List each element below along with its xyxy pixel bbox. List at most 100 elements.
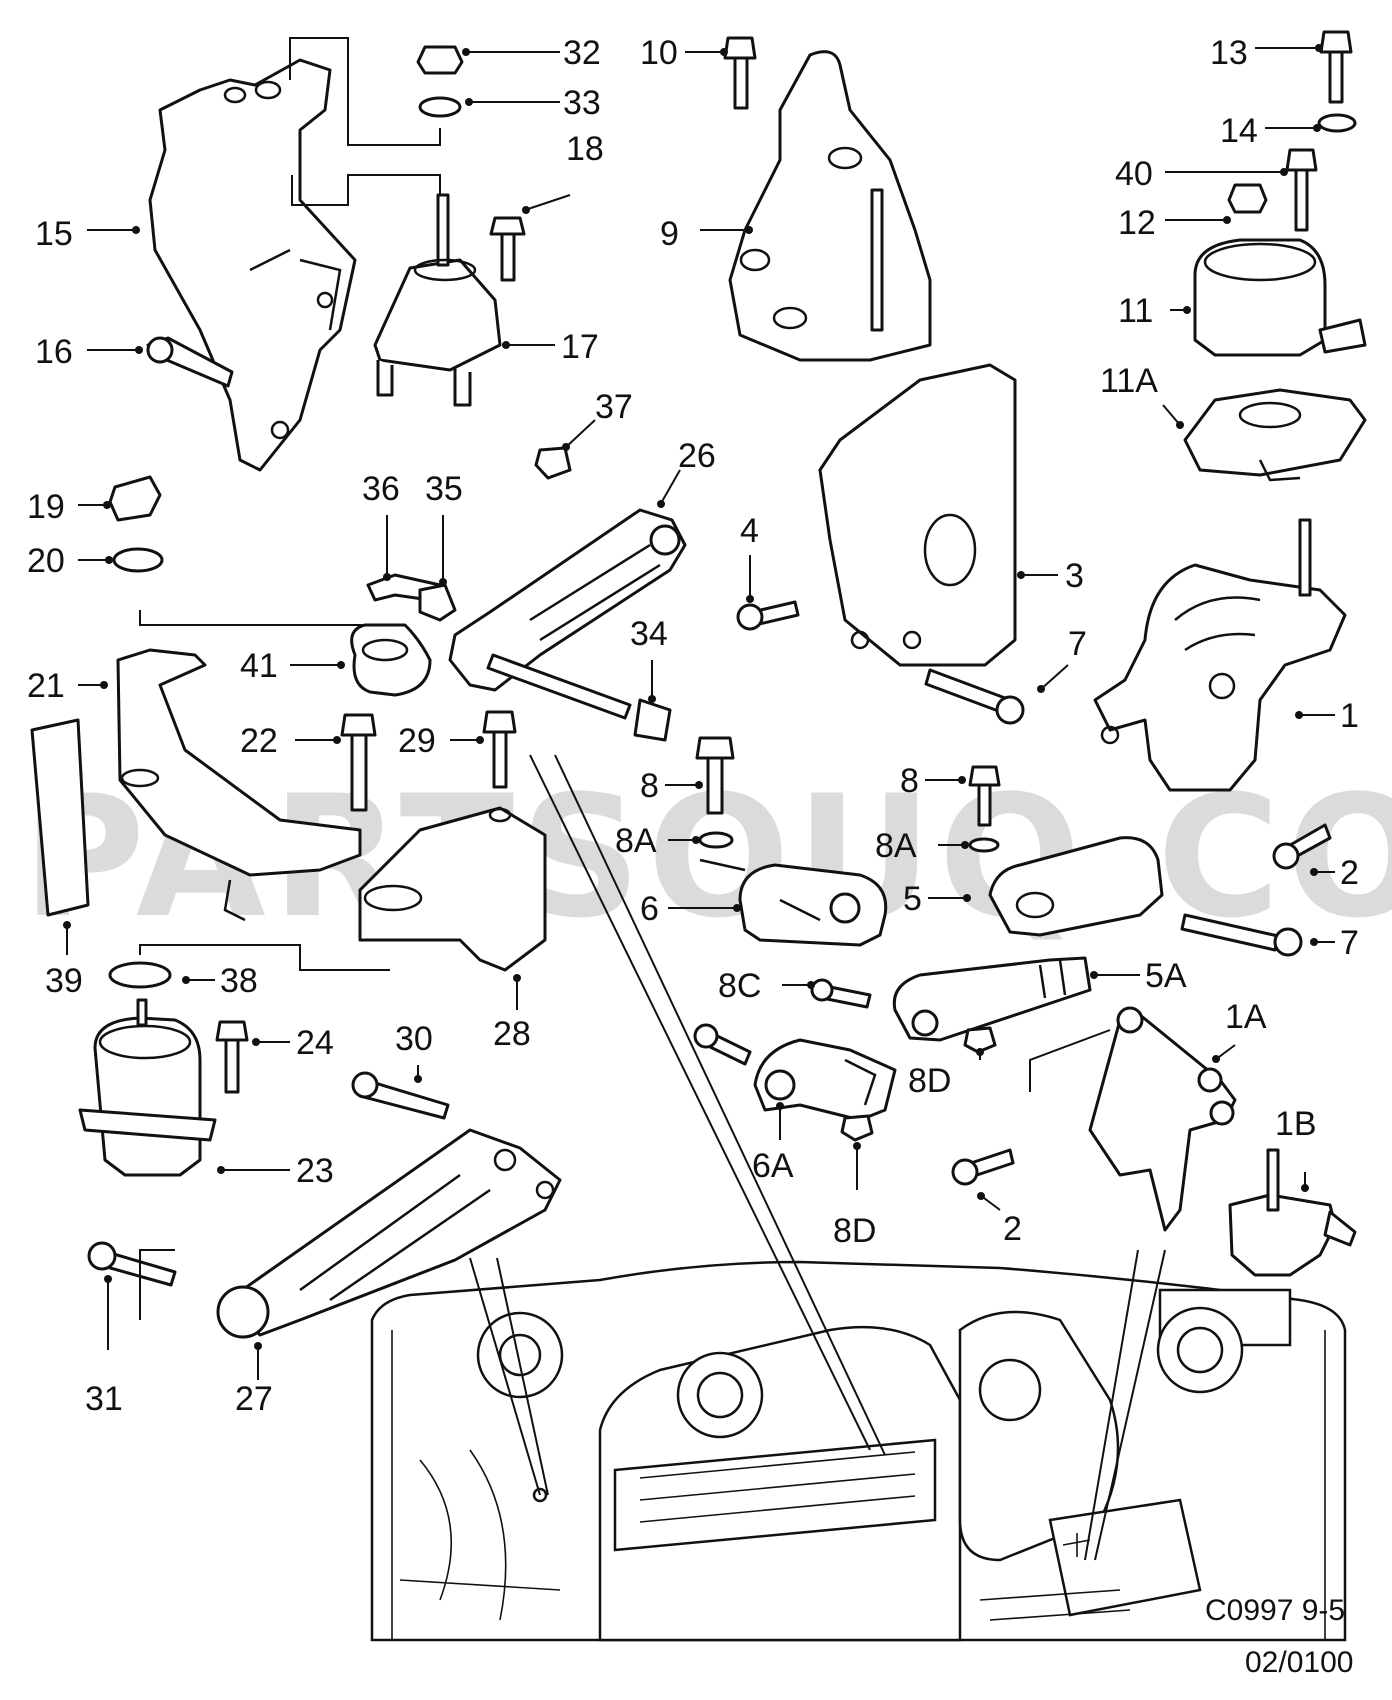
bracket-21 — [116, 648, 362, 922]
bolt-18 — [489, 216, 526, 282]
callout-label: 9 — [660, 215, 679, 253]
bolt-40-nut-12 — [1227, 148, 1318, 232]
bracket-3 — [818, 363, 1017, 667]
bolt-30 — [351, 1071, 450, 1120]
mount-11 — [1193, 238, 1367, 357]
callout-label: 40 — [1115, 155, 1153, 193]
bracket-1A — [1029, 1006, 1237, 1232]
bracket-26 — [448, 508, 687, 720]
callout-label: 37 — [595, 388, 633, 426]
bolt-10 — [723, 36, 757, 110]
mount-1B — [1228, 1148, 1357, 1277]
callout-label: 24 — [296, 1024, 334, 1062]
callout-label: 7 — [1068, 625, 1087, 663]
bracket-15 — [148, 58, 357, 472]
callout-label: 4 — [740, 512, 759, 550]
bolt-2-upper — [1272, 823, 1332, 870]
arm-5A — [892, 956, 1092, 1042]
mount-6 — [699, 858, 888, 947]
bolt-24 — [215, 1020, 249, 1094]
mount-6A — [753, 1038, 897, 1122]
callout-label: 35 — [425, 470, 463, 508]
bolt-8C — [810, 978, 872, 1009]
callout-label: 38 — [220, 962, 258, 1000]
engine-bay-illustration — [370, 1260, 1347, 1642]
diagram-date: 02/0100 — [1245, 1646, 1353, 1679]
callout-label: 15 — [35, 215, 73, 253]
leader-lines — [63, 44, 1335, 1380]
callout-label: 26 — [678, 437, 716, 475]
nut-19-washer-20 — [108, 475, 164, 573]
callout-label: 1A — [1225, 998, 1267, 1036]
mount-5 — [988, 836, 1164, 937]
callout-label: 13 — [1210, 34, 1248, 72]
callout-label: 41 — [240, 647, 278, 685]
callout-label: 1 — [1340, 697, 1359, 735]
nut-8D-upper — [963, 1026, 997, 1054]
callout-label: 21 — [27, 667, 65, 705]
callout-label: 8 — [640, 767, 659, 805]
callout-label: 18 — [566, 130, 604, 168]
bolt-13-washer-14 — [1317, 30, 1357, 133]
bolt-34 — [633, 698, 672, 742]
callout-label: 6A — [752, 1147, 794, 1185]
mount-23 — [78, 998, 217, 1177]
callout-label: 34 — [630, 615, 668, 653]
callout-label: 39 — [45, 962, 83, 1000]
mount-11A — [1183, 388, 1367, 482]
bolt-8-left — [695, 736, 735, 849]
callout-label: 22 — [240, 722, 278, 760]
callout-label: 8 — [900, 762, 919, 800]
callout-label: 27 — [235, 1380, 273, 1418]
nut-8D-lower — [840, 1114, 874, 1142]
callout-label: 11 — [1118, 292, 1153, 330]
callout-label: 11A — [1100, 362, 1158, 400]
callout-label: 5 — [903, 880, 922, 918]
callout-label: 23 — [296, 1152, 334, 1190]
bolt-7-lower — [1180, 913, 1303, 957]
callout-label: 7 — [1340, 924, 1359, 962]
callout-label: 8A — [615, 822, 657, 860]
bolt-2-lower — [951, 1148, 1015, 1186]
callout-label: 2 — [1003, 1210, 1022, 1248]
callout-label: 8D — [908, 1062, 951, 1100]
bolt-8C-lower — [693, 1023, 752, 1066]
callout-label: 12 — [1118, 204, 1156, 242]
bolt-4 — [736, 600, 800, 631]
callout-label: 2 — [1340, 854, 1359, 892]
callout-label: 17 — [561, 328, 599, 366]
callout-label: 16 — [35, 333, 73, 371]
callout-label: 20 — [27, 542, 65, 580]
bolt-16 — [146, 336, 234, 388]
callout-label: 32 — [563, 34, 601, 72]
callout-label: 5A — [1145, 957, 1187, 995]
callout-label: 10 — [640, 34, 678, 72]
clip-36-35 — [366, 573, 457, 622]
bolt-29 — [482, 710, 517, 789]
callout-label: 31 — [85, 1380, 123, 1418]
bracket-9 — [728, 50, 932, 362]
callout-label: 30 — [395, 1020, 433, 1058]
callout-label: 36 — [362, 470, 400, 508]
strip-39 — [30, 718, 90, 917]
callout-label: 14 — [1220, 112, 1258, 150]
washer-38 — [108, 610, 390, 989]
mount-1 — [1093, 518, 1347, 792]
callout-label: 6 — [640, 890, 659, 928]
arm-27 — [216, 1128, 562, 1339]
bracket-28 — [358, 806, 547, 972]
callout-label: 29 — [398, 722, 436, 760]
callout-label: 33 — [563, 84, 601, 122]
diagram-code: C0997 9-5 — [1205, 1594, 1345, 1627]
pointer-lines — [469, 754, 1166, 1561]
callout-label: 8D — [833, 1212, 876, 1250]
nut-32-washer-33 — [289, 37, 464, 206]
bolt-8-right — [968, 765, 1001, 853]
callout-label: 28 — [493, 1015, 531, 1053]
callout-label: 1B — [1275, 1105, 1317, 1143]
bolt-22 — [340, 713, 377, 812]
callout-labels: 32 33 10 13 14 18 40 15 9 12 11 16 17 11… — [27, 34, 1359, 1418]
nut-37 — [534, 446, 572, 480]
callout-label: 8A — [875, 827, 917, 865]
